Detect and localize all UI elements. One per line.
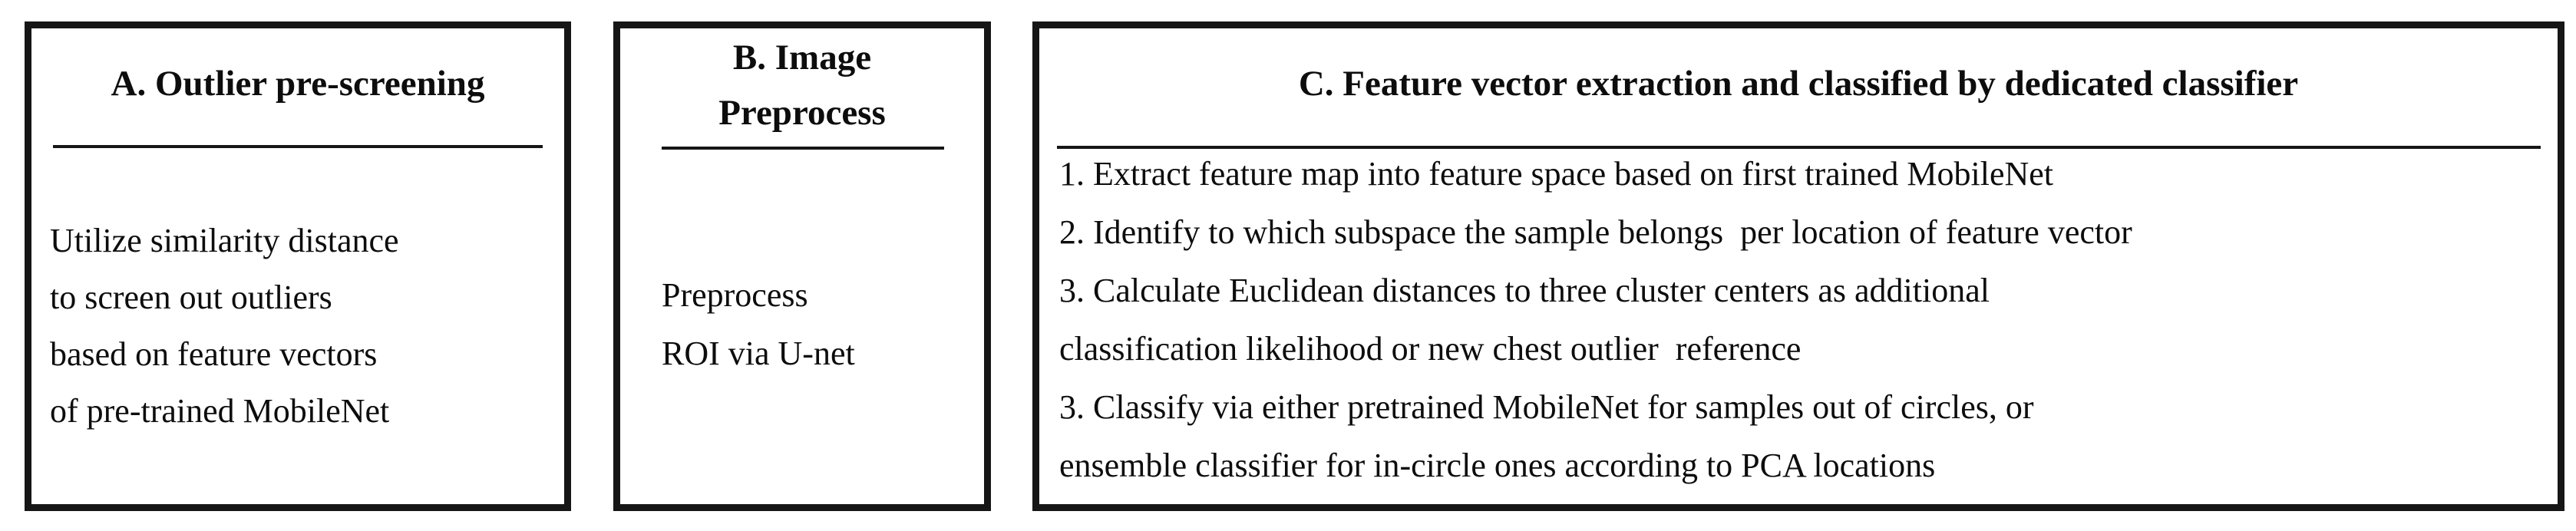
panel-c-body-line: 3. Calculate Euclidean distances to thre… [1059,272,1990,309]
panel-b-body: Preprocess ROI via U-net [662,266,975,383]
panel-b-title-line: B. Image [732,38,872,78]
panel-c-title-underline [1057,146,2541,149]
panel-c-body-line: 1. Extract feature map into feature spac… [1059,155,2054,193]
panel-a-body-line: based on feature vectors [50,335,378,373]
panel-a-body-line: Utilize similarity distance [50,222,399,259]
panel-a-title-underline [53,145,543,148]
panel-c-title: C. Feature vector extraction and classif… [1298,64,2299,104]
panel-b-body-line: ROI via U-net [662,335,855,372]
panel-b-title-line: Preprocess [718,93,886,133]
panel-a-body: Utilize similarity distance to screen ou… [50,213,555,440]
panel-c-body-line: 2. Identify to which subspace the sample… [1059,213,2132,251]
panel-b-body-line: Preprocess [662,276,808,314]
panel-outlier-prescreening: A. Outlier pre-screening Utilize similar… [25,21,571,511]
panel-a-body-line: to screen out outliers [50,279,332,316]
panel-a-title: A. Outlier pre-screening [111,64,485,104]
panel-c-body-line: classification likelihood or new chest o… [1059,330,1802,368]
panel-a-body-line: of pre-trained MobileNet [50,392,390,430]
panel-c-body: 1. Extract feature map into feature spac… [1059,145,2548,495]
panel-b-title-underline [662,147,944,150]
panel-c-body-line: ensemble classifier for in-circle ones a… [1059,447,1936,484]
panel-c-body-line: 3. Classify via either pretrained Mobile… [1059,388,2034,426]
panel-feature-extraction-classifier: C. Feature vector extraction and classif… [1032,21,2564,511]
